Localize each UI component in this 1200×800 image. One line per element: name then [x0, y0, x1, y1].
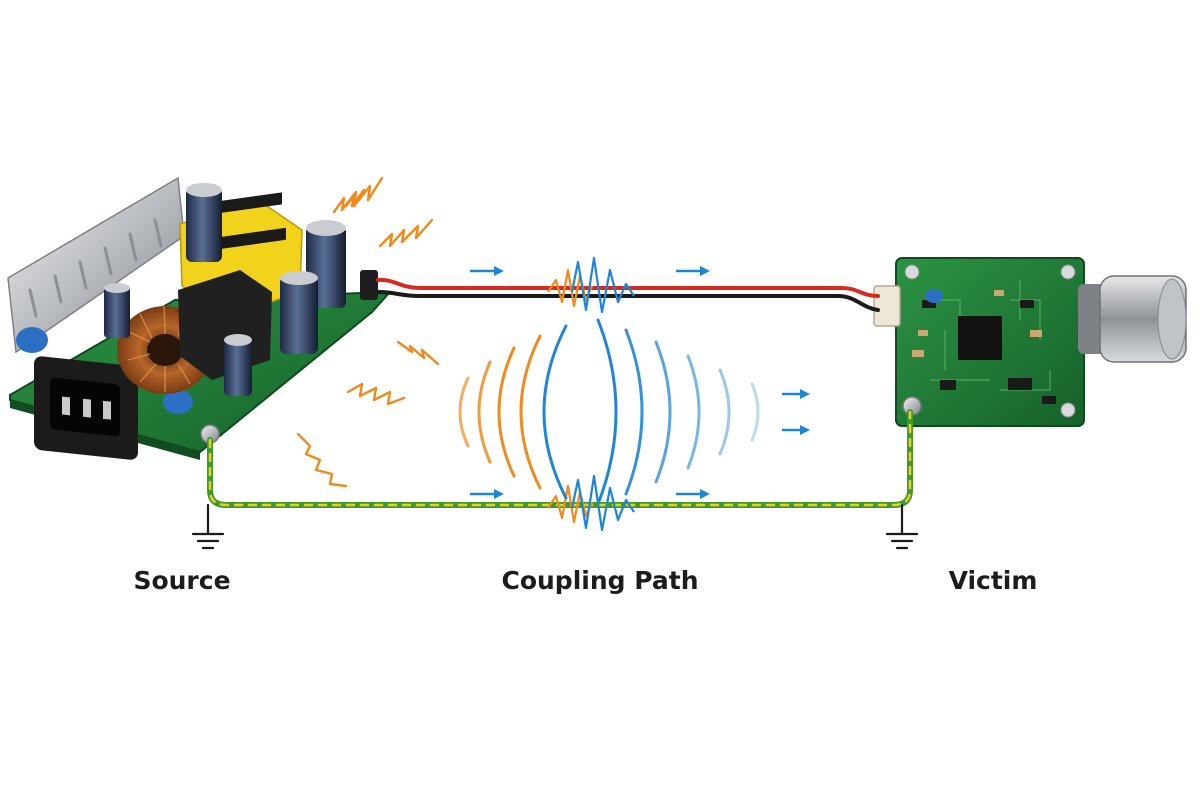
source-power-supply — [7, 176, 393, 460]
heatsink-slots — [28, 218, 163, 318]
ground-symbol-source — [191, 503, 225, 550]
victim-label: Victim — [948, 566, 1038, 595]
coupling-path-label: Coupling Path — [501, 566, 699, 595]
ground-wire — [207, 409, 913, 508]
smd-components — [912, 290, 1056, 404]
y-capacitor — [16, 327, 48, 353]
arrow-right-icon — [676, 489, 710, 499]
metal-sensor — [1078, 275, 1187, 363]
radiated-waves — [458, 318, 760, 506]
power-inlet — [34, 356, 138, 460]
arrow-right-icon — [782, 389, 810, 399]
y-capacitor — [163, 390, 193, 414]
microcontroller-chip — [958, 316, 1002, 360]
lightning-spark-icon — [332, 176, 384, 214]
direction-arrows — [470, 266, 810, 499]
blue-capacitor — [925, 289, 943, 303]
power-wires — [376, 277, 880, 312]
output-terminal — [360, 270, 378, 300]
electrolytic-capacitors — [104, 183, 346, 396]
lightning-spark-icon — [346, 382, 406, 406]
black-wire — [376, 290, 880, 312]
victim-sensor-board — [873, 257, 1187, 427]
lightning-spark-icon — [296, 432, 348, 488]
arrow-right-icon — [470, 489, 504, 499]
mounting-holes — [904, 264, 1076, 418]
lightning-spark-icon — [378, 218, 434, 248]
red-wire — [376, 277, 880, 298]
noise-burst-power — [547, 256, 635, 314]
ground-symbol-victim — [885, 503, 919, 550]
arrow-right-icon — [676, 266, 710, 276]
lightning-spark-icon — [396, 340, 440, 366]
arrow-right-icon — [470, 266, 504, 276]
lightning-spark-icon — [344, 188, 366, 208]
wire-connector — [873, 285, 901, 327]
source-label: Source — [133, 566, 231, 595]
arrow-right-icon — [782, 425, 810, 435]
noise-sparks — [296, 176, 440, 488]
noise-burst-ground — [547, 474, 635, 532]
